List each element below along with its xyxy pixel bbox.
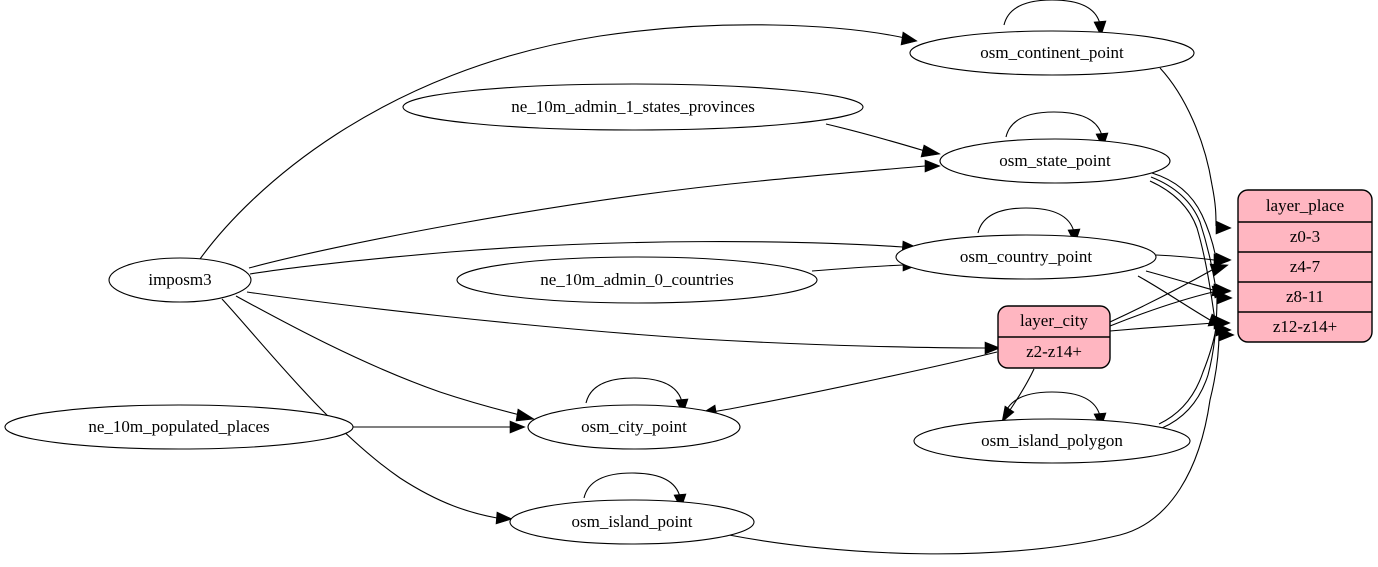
arrowhead [515,408,535,422]
record-layer_place-row-z0-3[interactable]: z0-3 [1290,227,1320,246]
node-osm_country_point[interactable]: osm_country_point [895,234,1157,280]
arrowhead [924,159,941,173]
arrowhead [1001,405,1015,423]
edge-imposm3-to-osm_continent_point [199,24,906,260]
node-imposm3[interactable]: imposm3 [108,257,252,303]
node-label-osm_state_point: osm_state_point [999,151,1111,170]
arrowhead [509,420,526,434]
node-label-ne_10m_admin_1_states_provinces: ne_10m_admin_1_states_provinces [511,97,755,116]
edge-ne_10m_admin_1_states_provinces-to-osm_state_point [825,123,926,152]
selfloop-osm_state_point [1005,111,1103,138]
record-layer_city[interactable]: layer_city z2-z14+ [997,305,1111,369]
record-layer: layer_place z0-3 z4-7 z8-11 z12-z14+ lay… [997,189,1373,369]
node-osm_island_point[interactable]: osm_island_point [509,499,755,545]
node-label-osm_island_polygon: osm_island_polygon [981,431,1123,450]
edge-osm_island_polygon-to-layer_place-z12-z14 [1158,327,1217,425]
node-osm_city_point[interactable]: osm_city_point [527,404,741,450]
arrowhead [1093,20,1107,37]
arrowhead [920,144,941,158]
edge-osm_state_point-to-layer_place-z4-7 [1151,172,1217,259]
edge-ne_10m_admin_0_countries-to-osm_country_point [811,264,904,272]
arrowhead [1213,253,1230,267]
edge-osm_continent_point-to-layer_place-z0-3 [1159,67,1217,227]
node-ne_10m_populated_places[interactable]: ne_10m_populated_places [4,404,354,450]
edge-imposm3-to-osm_city_point [235,295,521,416]
edge-layer_city-to-osm_island_polygon [1009,368,1035,411]
edge-layer_city-to-layer_place-z12-z14 [1109,322,1215,332]
node-label-ne_10m_admin_0_countries: ne_10m_admin_0_countries [540,270,734,289]
edge-osm_country_point-to-layer_place-z8-11 [1145,270,1214,291]
edge-osm_island_polygon-to-layer_place-z8-11 [1161,295,1218,429]
edge-layer_city-to-osm_city_point [699,351,998,415]
edge-osm_country_point-to-layer_place-z12-z14 [1137,275,1211,321]
edge-osm_state_point-to-layer_place-z8-11 [1150,176,1217,290]
node-osm_island_polygon[interactable]: osm_island_polygon [913,418,1191,464]
edge-osm_country_point-to-layer_place-z4-7 [1155,254,1215,261]
record-layer_place-row-z8-11[interactable]: z8-11 [1286,287,1324,306]
edge-layer [199,0,1235,555]
record-layer_place-row-z12-z14[interactable]: z12-z14+ [1273,317,1337,336]
edge-osm_island_point-to-layer_place-z12-z14 [728,332,1220,555]
selfloop-osm_continent_point [1003,0,1101,26]
node-layer: imposm3 ne_10m_populated_places ne_10m_a… [4,30,1195,545]
arrowhead [900,31,918,46]
selfloop-osm_country_point [977,207,1075,234]
record-layer_place-title: layer_place [1266,196,1344,215]
node-label-imposm3: imposm3 [148,270,211,289]
record-layer_city-title: layer_city [1020,311,1088,330]
arrowhead [495,511,513,525]
arrowhead [1215,220,1232,235]
arrowhead [984,341,1001,355]
node-label-osm_country_point: osm_country_point [960,247,1092,266]
record-layer_place[interactable]: layer_place z0-3 z4-7 z8-11 z12-z14+ [1237,189,1373,343]
selfloop-osm_city_point [585,377,683,404]
edge-imposm3-to-osm_state_point [248,165,926,269]
node-label-ne_10m_populated_places: ne_10m_populated_places [88,417,269,436]
arrowhead [1209,263,1229,277]
arrowhead [1218,327,1235,342]
node-label-osm_continent_point: osm_continent_point [980,43,1124,62]
node-label-osm_city_point: osm_city_point [581,417,687,436]
record-layer_city-row-z2-z14[interactable]: z2-z14+ [1026,342,1082,361]
edge-imposm3-to-layer_city [246,291,986,349]
node-label-osm_island_point: osm_island_point [572,512,693,531]
node-osm_continent_point[interactable]: osm_continent_point [909,30,1195,76]
selfloop-osm_island_polygon [1003,391,1101,418]
record-layer_place-row-z4-7[interactable]: z4-7 [1290,257,1321,276]
edge-osm_state_point-to-layer_place-z12-z14 [1149,180,1216,322]
edge-layer_city-to-layer_place-z8-11 [1109,291,1214,327]
edge-imposm3-to-osm_island_point [221,298,498,519]
node-ne_10m_admin_1_states_provinces[interactable]: ne_10m_admin_1_states_provinces [402,83,864,131]
node-osm_state_point[interactable]: osm_state_point [939,138,1171,184]
node-ne_10m_admin_0_countries[interactable]: ne_10m_admin_0_countries [456,256,818,304]
selfloop-osm_island_point [583,472,681,499]
arrowhead [1216,290,1233,305]
edge-imposm3-to-osm_country_point [249,241,904,275]
edge-layer_city-to-layer_place-z4-7 [1109,269,1213,323]
